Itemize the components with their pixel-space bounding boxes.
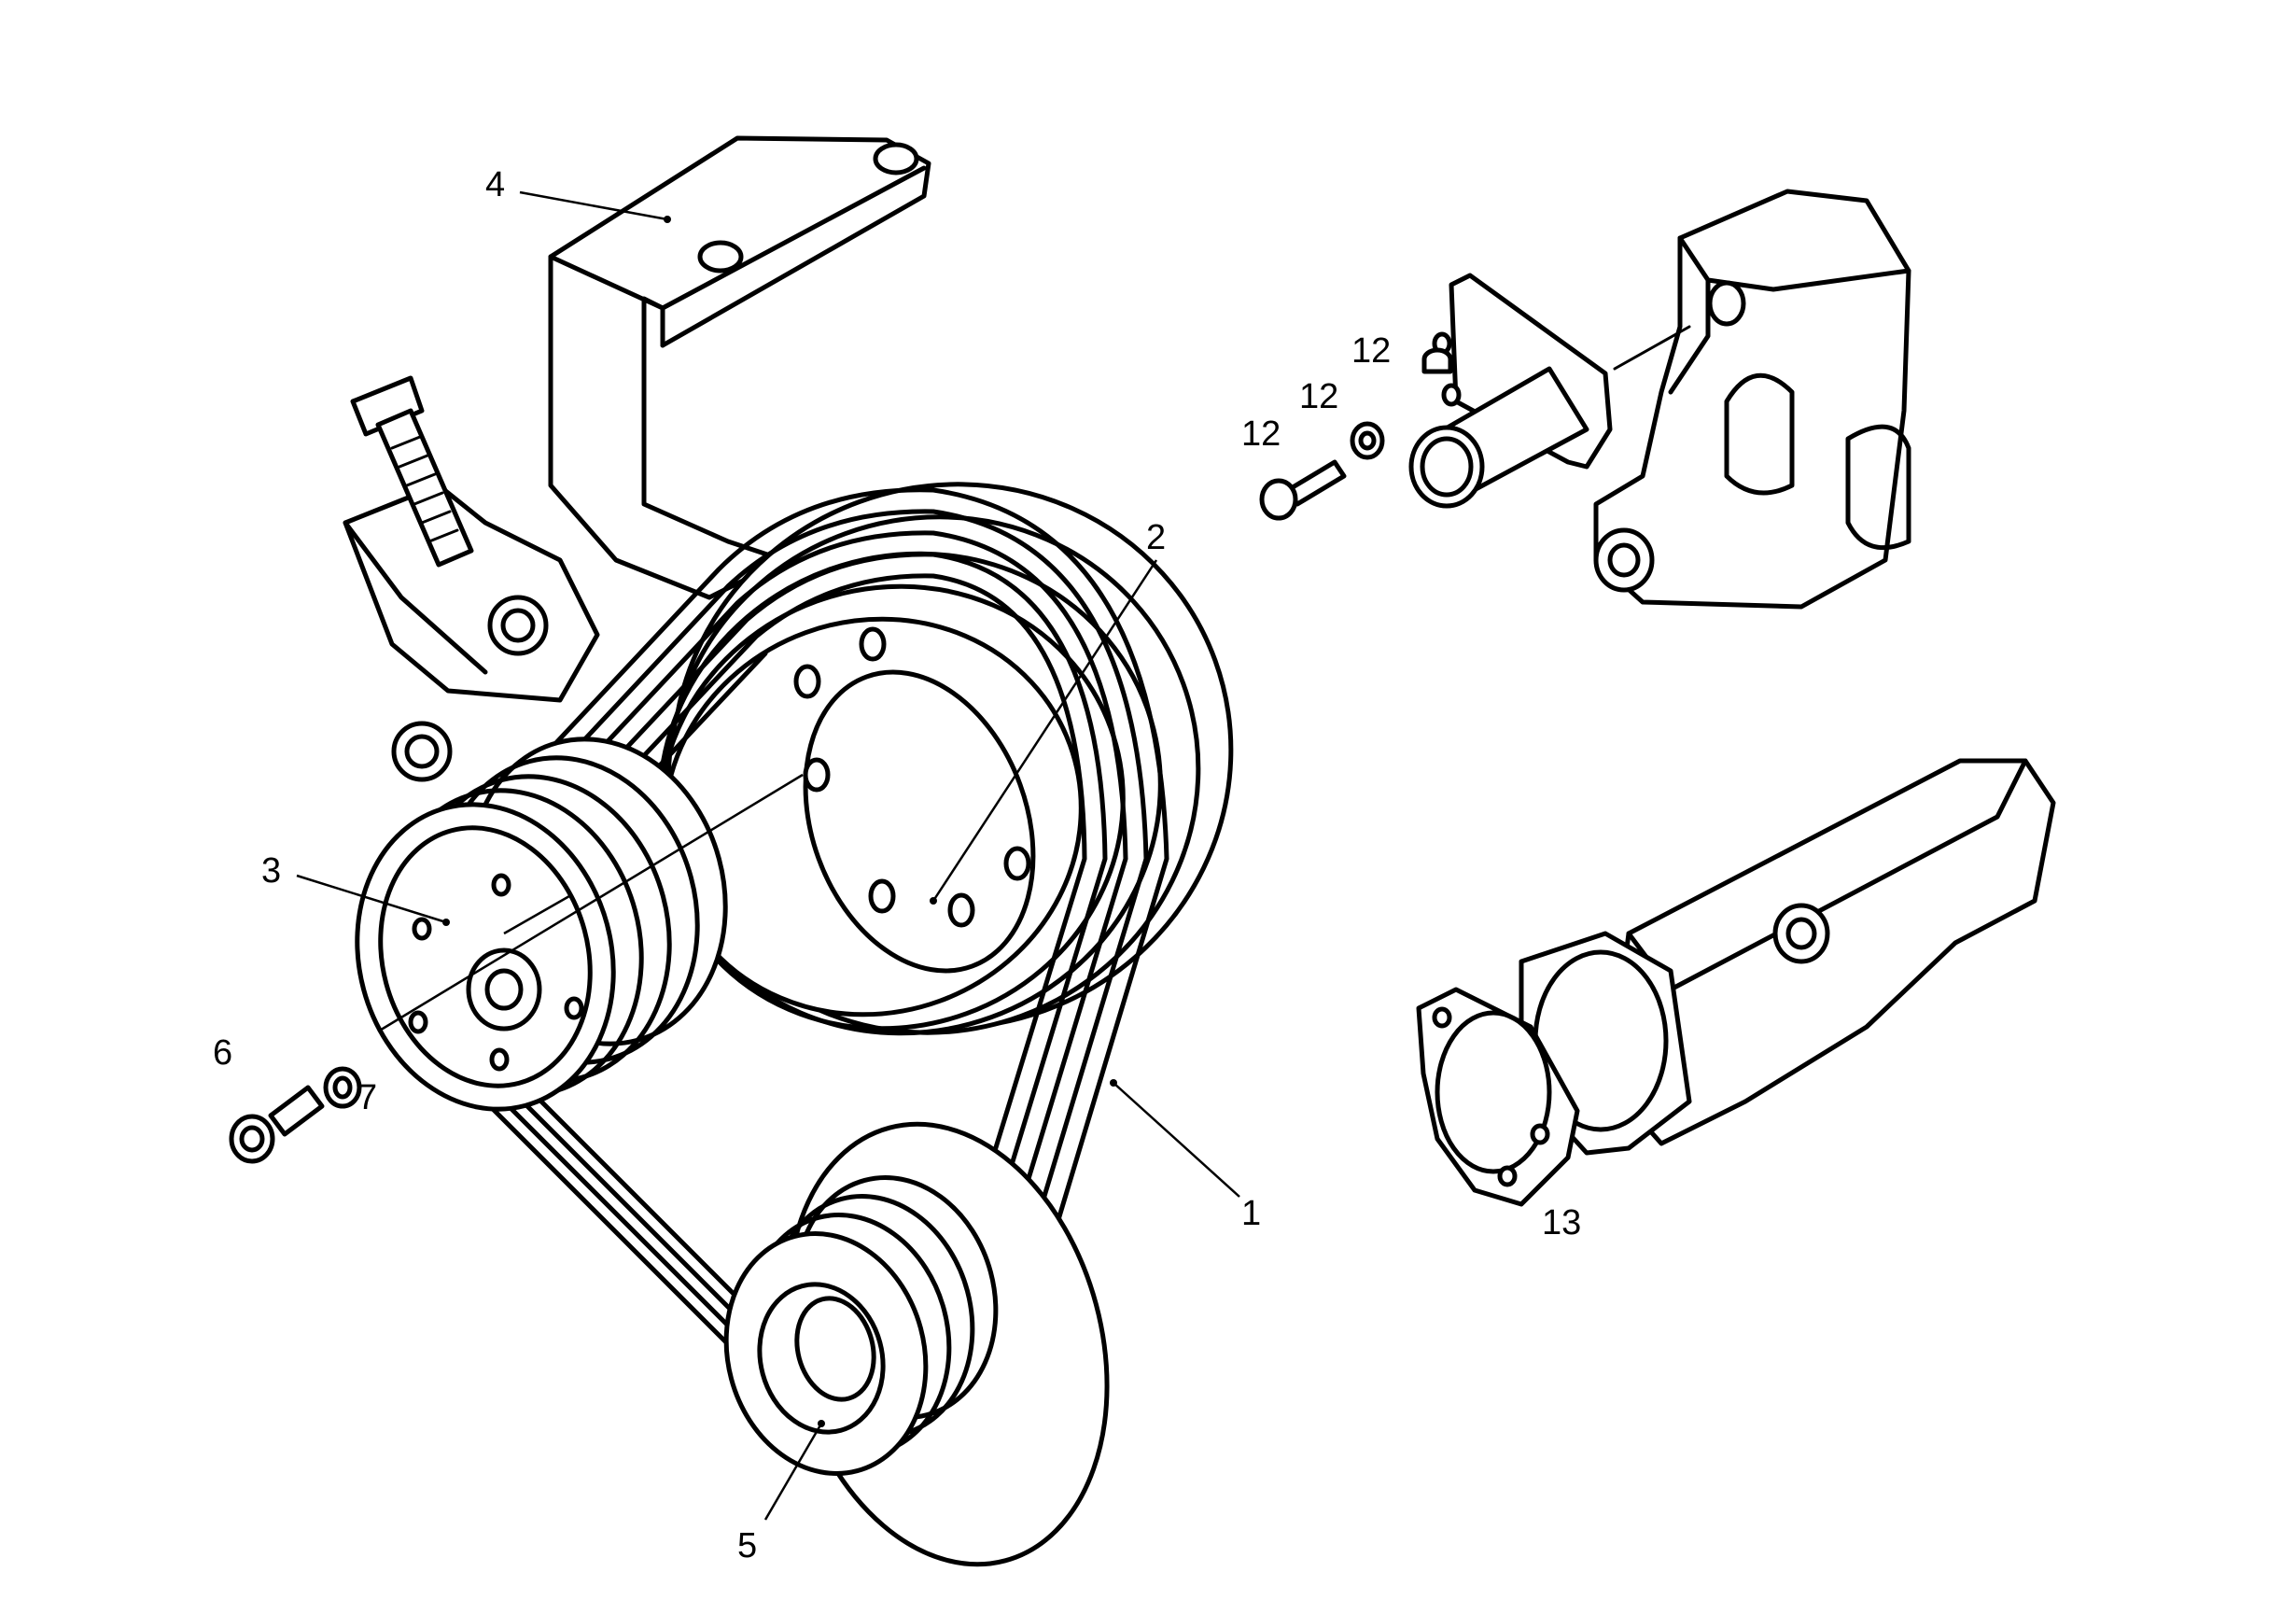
callout-5: 5	[737, 1526, 757, 1565]
callout-6: 6	[213, 1033, 232, 1073]
bracket-bolts	[391, 595, 549, 782]
alternator-pulley	[723, 1121, 1110, 1567]
mounting-screw	[1259, 459, 1347, 521]
callout-1: 1	[1241, 1194, 1261, 1233]
leader-3	[296, 874, 447, 924]
callout-7: 7	[357, 1078, 377, 1117]
callout-13: 13	[1542, 1203, 1581, 1242]
leader-5	[763, 1423, 823, 1521]
callout-3: 3	[261, 851, 281, 891]
callout-12-plug: 12	[1351, 331, 1391, 371]
sealing-washer	[1350, 421, 1385, 460]
leader-4	[519, 190, 668, 221]
assembly-axis-line	[377, 773, 804, 1033]
callout-4: 4	[485, 165, 505, 204]
leader-1	[1113, 1082, 1240, 1198]
pulley-bolt	[229, 1085, 325, 1164]
callout-12-washer: 12	[1299, 377, 1338, 416]
pump-mounting-sleeve	[1408, 273, 1613, 509]
crank-pulley	[657, 482, 1234, 1036]
plug-screw	[1421, 347, 1453, 374]
pump-support-housing	[1593, 189, 1911, 610]
callout-2: 2	[1146, 518, 1166, 557]
tensioner-pulley	[355, 737, 728, 1112]
adjusting-bolt	[350, 375, 474, 568]
pump-body	[1519, 758, 2056, 1156]
assembly-axis-line-short	[503, 894, 570, 935]
pulley-washer	[323, 1066, 362, 1109]
callout-12-screw: 12	[1241, 414, 1281, 454]
leader-2	[931, 559, 1158, 902]
pump-gasket	[1416, 987, 1580, 1207]
